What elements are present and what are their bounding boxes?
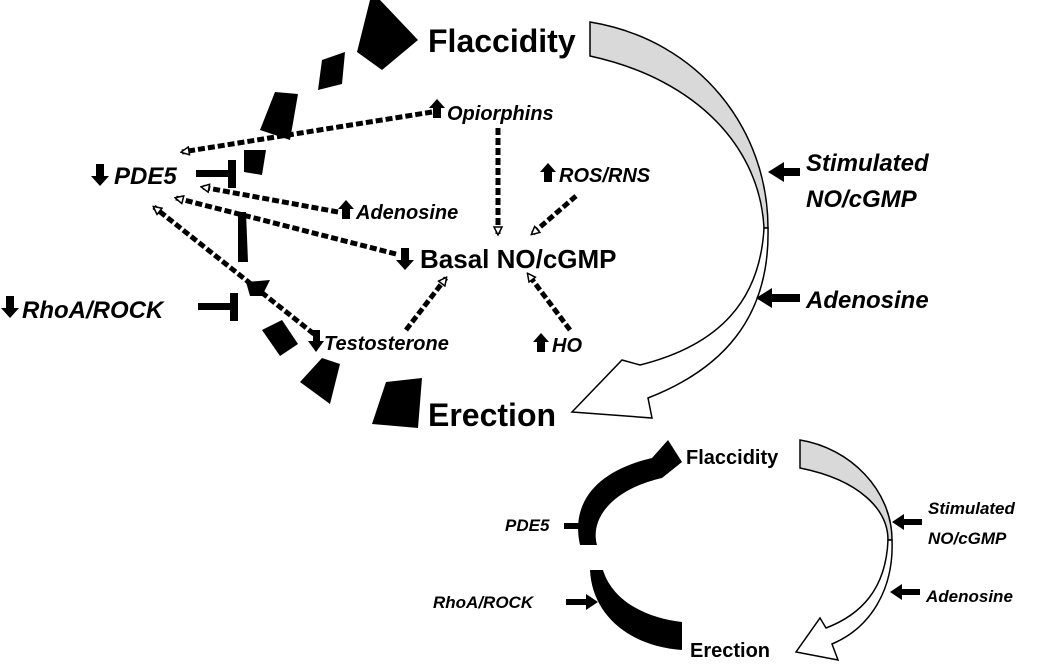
up-arrow-icon (338, 200, 354, 219)
rhoa-rock-label: RhoA/ROCK (22, 297, 165, 324)
arc-segment (262, 320, 298, 356)
inset-right-arrow (794, 539, 893, 661)
adenosine-modulator-label: Adenosine (355, 202, 458, 224)
main-no-cgmp-label: NO/cGMP (806, 186, 918, 213)
arc-segment (318, 52, 345, 90)
main-adenosine-label: Adenosine (805, 287, 929, 314)
inset-no-cgmp-label: NO/cGMP (928, 529, 1007, 548)
inset-adenosine-label: Adenosine (925, 587, 1013, 606)
opiorphins-label: Opiorphins (447, 103, 554, 125)
inset-pde5-input-arrow (564, 518, 596, 534)
inset-stimulated-label: Stimulated (928, 499, 1016, 518)
flaccidity-band (589, 21, 769, 229)
inset-flaccidity-label: Flaccidity (686, 447, 779, 469)
testosterone-label: Testosterone (324, 333, 449, 355)
main-flaccidity-label: Flaccidity (428, 23, 576, 59)
pde5-inhibition-bar (196, 160, 236, 188)
up-arrow-icon (533, 333, 549, 352)
adenosine-to-pde5-arrow (202, 187, 339, 215)
dashed-connector-arrows (154, 109, 578, 336)
arc-segment (372, 378, 422, 428)
down-arrow-icon (91, 164, 109, 186)
inset-erection-label: Erection (690, 640, 770, 662)
arc-segment (260, 92, 298, 140)
arc-segment (238, 212, 248, 262)
up-arrow-icon (540, 163, 556, 182)
down-arrow-icon (1, 296, 19, 318)
arc-segment (244, 150, 266, 175)
inset-rhoa-input-arrow (566, 594, 598, 610)
basal-to-pde5-arrow (176, 198, 397, 257)
up-arrow-icon (429, 99, 445, 118)
down-arrow-icon (308, 330, 324, 352)
stimulated-input-arrow (768, 162, 800, 182)
inset-flaccidity-band (799, 439, 893, 541)
testosterone-to-basal-arrow (404, 278, 448, 332)
ho-label: HO (552, 335, 582, 357)
main-left-arc-segments (238, 0, 422, 428)
main-stimulated-label: Stimulated (806, 150, 930, 177)
ros-to-basal-arrow (532, 194, 578, 236)
inset-rhoa-rock-label: RhoA/ROCK (433, 593, 535, 612)
inset-stimulated-input-arrow (892, 514, 922, 530)
main-erection-label: Erection (428, 397, 556, 433)
arc-segment (300, 358, 340, 404)
arc-segment (357, 0, 418, 70)
pde5-label: PDE5 (114, 163, 177, 190)
inset-upper-left-arc (578, 440, 682, 545)
rhoa-rock-inhibition-bar (198, 293, 238, 321)
ho-to-basal-arrow (526, 274, 572, 332)
inset-pde5-label: PDE5 (505, 516, 550, 535)
ros-rns-label: ROS/RNS (559, 165, 651, 187)
opiorphins-to-pde5-arrow (182, 109, 433, 152)
adenosine-input-arrow (756, 288, 800, 308)
inset-adenosine-input-arrow (890, 584, 920, 600)
basal-no-cgmp-label: Basal NO/cGMP (420, 244, 617, 274)
down-arrow-icon (396, 248, 414, 270)
inset-lower-left-arc (590, 570, 682, 650)
testosterone-to-pde5-arrow (154, 205, 316, 336)
